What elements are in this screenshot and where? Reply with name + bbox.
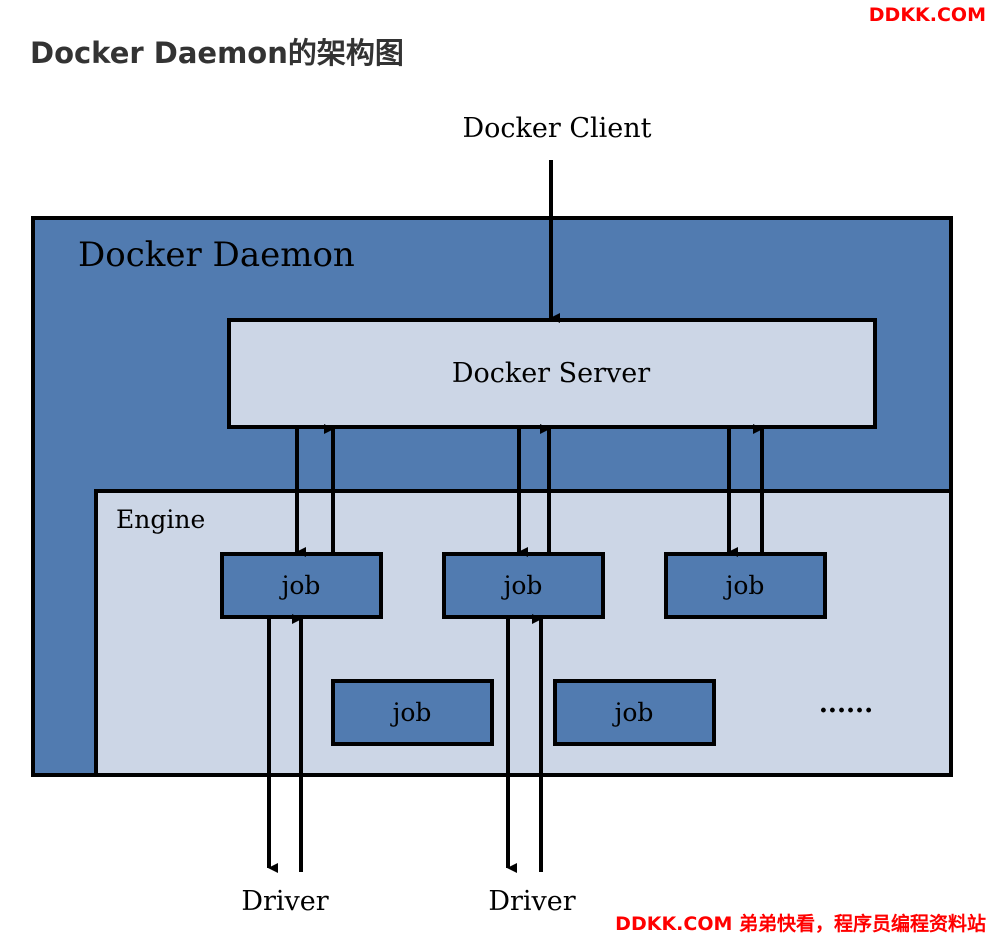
job-box-3 — [664, 552, 827, 619]
driver-label-2: Driver — [488, 886, 575, 917]
more-jobs-ellipsis: ...... — [819, 689, 873, 719]
job-box-5 — [553, 679, 716, 746]
docker-server-box — [227, 318, 877, 429]
docker-server-label: Docker Server — [452, 358, 650, 389]
job-label-3: job — [723, 571, 765, 600]
footer-watermark: DDKK.COM 弟弟快看，程序员编程资料站 — [615, 913, 986, 935]
job-label-1: job — [279, 571, 321, 600]
job-label-4: job — [390, 698, 432, 727]
brand-logo-top: DDKK.COM — [868, 4, 986, 26]
docker-client-label: Docker Client — [463, 113, 652, 144]
job-label-2: job — [501, 571, 543, 600]
page-title: Docker Daemon的架构图 — [30, 36, 404, 70]
docker-daemon-label: Docker Daemon — [78, 235, 355, 275]
engine-label: Engine — [116, 505, 205, 534]
engine-box — [94, 489, 953, 777]
driver-label-1: Driver — [241, 886, 328, 917]
job-box-4 — [331, 679, 494, 746]
job-label-5: job — [612, 698, 654, 727]
